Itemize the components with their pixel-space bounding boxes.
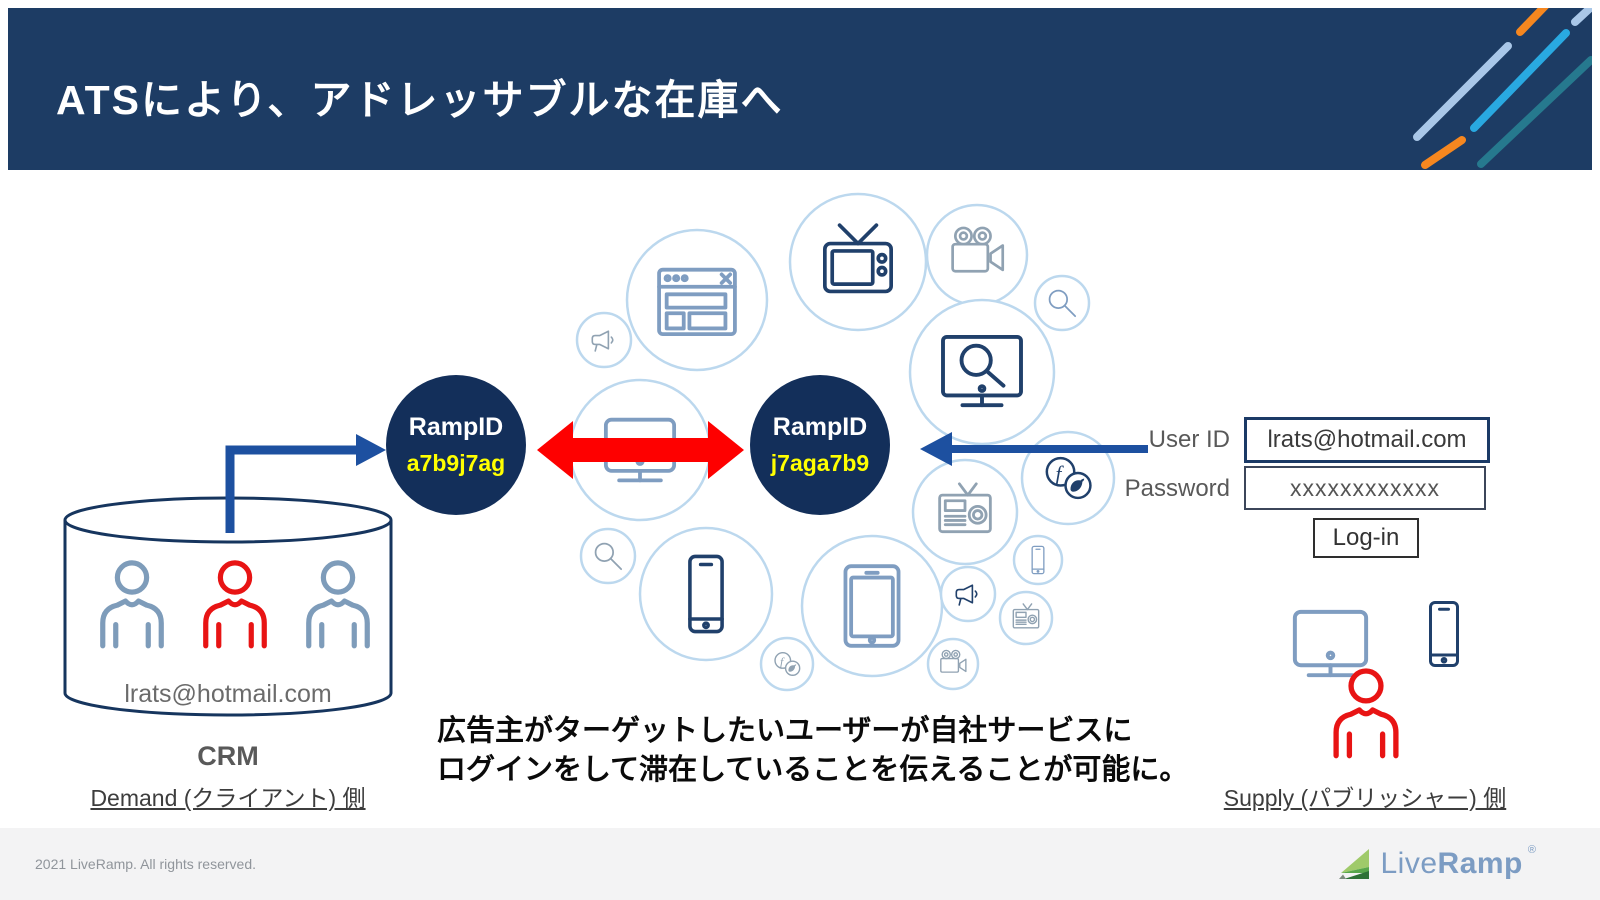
footer: 2021 LiveRamp. All rights reserved. Live…	[0, 828, 1600, 900]
demand-side-label: Demand (クライアント) 側	[90, 785, 366, 811]
login-to-rampid-arrow	[920, 432, 1148, 466]
accent-line-orange-bottom	[1421, 136, 1466, 169]
caption-text: 広告主がターゲットしたいユーザーが自社サービスに ログインをして滞在していること…	[437, 712, 1217, 790]
bubble-circle	[1012, 534, 1064, 586]
password-label: Password	[1124, 475, 1230, 502]
bubble-circle	[800, 534, 944, 678]
user-id-label: User ID	[1148, 426, 1230, 453]
device-bubble-cluster	[568, 192, 1116, 692]
bubble-circle	[1033, 274, 1091, 332]
bubble-circle	[575, 311, 633, 369]
bubble-circle	[926, 637, 980, 691]
liveramp-logo-mark	[1339, 849, 1370, 879]
tablet-bubble	[800, 534, 944, 678]
copyright-text: 2021 LiveRamp. All rights reserved.	[35, 856, 256, 872]
supply-devices	[1292, 601, 1459, 756]
smartphone-icon	[1429, 601, 1459, 667]
videocam-bubble	[925, 203, 1029, 307]
accent-lines	[1413, 8, 1592, 169]
rampid-badge-right: RampID j7aga7b9	[750, 375, 890, 515]
browser-bubble	[625, 228, 769, 372]
monitor-icon	[1292, 609, 1369, 678]
crm-label: CRM	[197, 741, 259, 771]
logo-registered-mark: ®	[1527, 844, 1536, 856]
rampid-value: j7aga7b9	[770, 450, 870, 476]
caption-line-1: 広告主がターゲットしたいユーザーが自社サービスに	[437, 715, 1133, 747]
crm-email-value: lrats@hotmail.com	[124, 680, 332, 708]
logo-ramp: Ramp	[1437, 847, 1523, 880]
magnifier-bubble	[1033, 274, 1091, 332]
bubble-circle	[998, 590, 1054, 646]
accent-line-cyan-long	[1470, 29, 1570, 132]
password-input[interactable]: xxxxxxxxxxxx	[1244, 466, 1486, 510]
phone-bubble	[1012, 534, 1064, 586]
social-bubble	[1020, 430, 1116, 526]
caption-line-2: ログインをして滞在していることを伝えることが可能に。	[437, 754, 1189, 786]
accent-line-lightblue-corner	[1571, 8, 1592, 26]
page-title: ATSにより、アドレッサブルな在庫へ	[56, 77, 784, 123]
monitor-search-bubble	[908, 298, 1056, 446]
tv-bubble	[788, 192, 928, 332]
accent-line-teal-long	[1477, 56, 1592, 168]
logo-live: Live	[1380, 847, 1438, 880]
person-icon-highlighted	[1336, 671, 1396, 756]
megaphone-bubble	[939, 565, 997, 623]
radio-bubble	[911, 458, 1019, 566]
header-banner: ATSにより、アドレッサブルな在庫へ	[8, 8, 1592, 170]
accent-line-lightblue-long	[1413, 42, 1512, 141]
bubble-circle	[579, 527, 637, 585]
rampid-badge-left: RampID a7b9j7ag	[386, 375, 526, 515]
bubble-circle	[625, 228, 769, 372]
login-button[interactable]: Log-in	[1313, 518, 1419, 558]
rampid-label: RampID	[772, 413, 868, 441]
bubble-circle	[638, 526, 774, 662]
bubble-circle	[925, 203, 1029, 307]
rampid-sync-arrow	[537, 421, 744, 479]
phone-bubble	[638, 526, 774, 662]
supply-side-label: Supply (パブリッシャー) 側	[1223, 785, 1507, 811]
social-bubble	[759, 636, 815, 692]
bubble-circle	[788, 192, 928, 332]
bubble-circle	[939, 565, 997, 623]
videocam-bubble	[926, 637, 980, 691]
crm-to-rampid-arrow	[225, 434, 386, 533]
megaphone-bubble	[575, 311, 633, 369]
rampid-value: a7b9j7ag	[406, 450, 506, 476]
accent-line-orange-top	[1516, 8, 1549, 36]
liveramp-logo-text: LiveRamp	[1380, 847, 1522, 881]
rampid-label: RampID	[408, 413, 504, 441]
magnifier-bubble	[579, 527, 637, 585]
radio-bubble	[998, 590, 1054, 646]
liveramp-logo: LiveRamp ®	[1337, 828, 1536, 900]
user-id-input[interactable]: lrats@hotmail.com	[1244, 417, 1490, 463]
